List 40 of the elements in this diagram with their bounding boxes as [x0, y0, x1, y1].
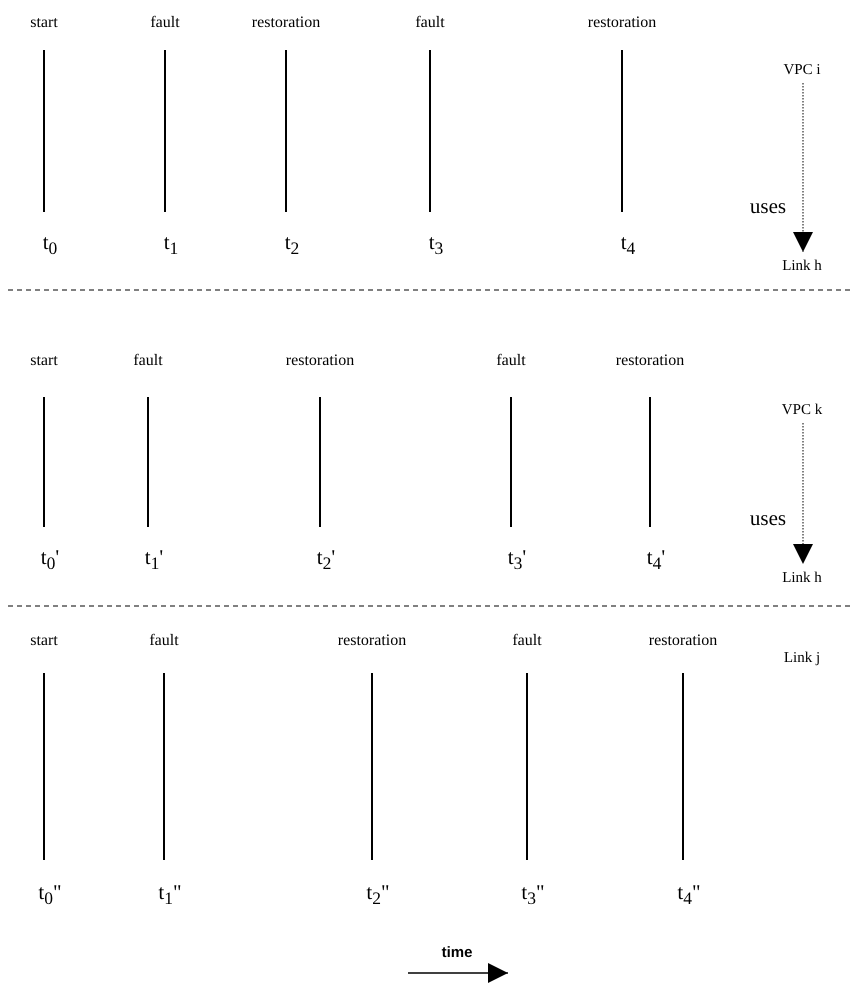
event-label: start	[30, 352, 58, 370]
time-label: t$_{1}$"	[158, 880, 182, 910]
time-label: t$_{0}$"	[38, 880, 62, 910]
time-label: t$_{1}$	[164, 230, 178, 260]
row-label: VPC k	[782, 402, 822, 419]
event-label: restoration	[648, 632, 718, 650]
arrow	[793, 82, 813, 252]
time-label: t$_{0}$	[42, 230, 58, 260]
event-label: fault	[150, 14, 180, 32]
edge-label: uses	[750, 194, 786, 219]
event-label: start	[30, 14, 58, 32]
event-label: restoration	[616, 352, 684, 370]
row-label: Link j	[784, 650, 820, 667]
time-label: t$_{3}$'	[508, 545, 526, 574]
row-label: Link h	[782, 258, 822, 275]
event-label: fault	[133, 352, 163, 370]
event-label: restoration	[338, 632, 406, 650]
time-label: t$_{4}$"	[677, 880, 701, 910]
time-label: t$_{2}$"	[366, 880, 390, 910]
time-label: t$_{1}$'	[144, 545, 164, 574]
event-label: restoration	[588, 14, 656, 32]
time-label: t$_{3}$"	[521, 880, 545, 910]
edge-label: uses	[750, 506, 786, 531]
row-label: VPC i	[783, 62, 821, 79]
event-label: restoration	[286, 352, 354, 370]
event-label: restoration	[252, 14, 320, 32]
event-label: fault	[415, 14, 445, 32]
time-label: t$_{2}$	[284, 230, 300, 260]
event-label: fault	[496, 352, 526, 370]
time-label: t$_{2}$'	[316, 545, 336, 574]
axis-label: time	[442, 944, 472, 961]
event-label: fault	[149, 632, 179, 650]
time-label: t$_{4}$	[620, 230, 636, 260]
arrow	[793, 422, 813, 564]
time-label: t$_{4}$'	[646, 545, 666, 574]
time-label: t$_{0}$'	[40, 545, 60, 574]
event-label: start	[30, 632, 58, 650]
time-label: t$_{3}$	[428, 230, 444, 260]
event-label: fault	[512, 632, 542, 650]
row-label: Link h	[782, 570, 822, 587]
